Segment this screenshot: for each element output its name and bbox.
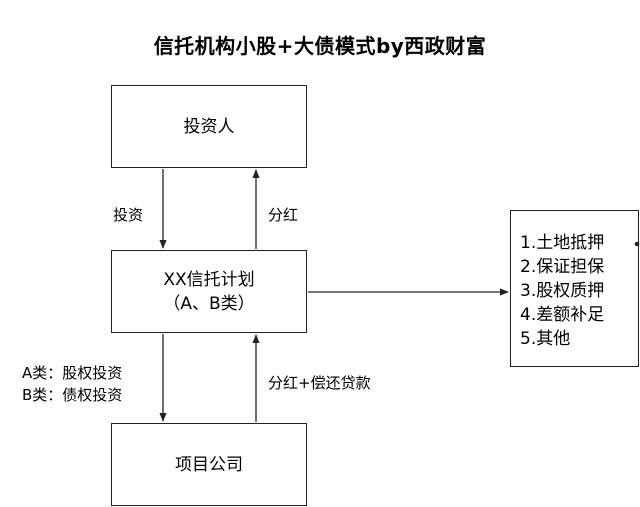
edge-label-dividend-repay: 分红+偿还贷款 xyxy=(268,374,371,392)
trust-plan-label-line1: XX信托计划 xyxy=(163,269,255,290)
risk-control-item: 2.保证担保 xyxy=(520,257,605,277)
trust-plan-box: XX信托计划 （A、B类） xyxy=(111,250,307,333)
risk-control-item: 4.差额补足 xyxy=(520,305,605,325)
risk-control-item: 5.其他 xyxy=(520,329,571,349)
project-company-label: 项目公司 xyxy=(175,454,243,475)
risk-control-list: 1.土地抵押 2.保证担保 3.股权质押 4.差额补足 5.其他 xyxy=(510,210,639,367)
list-edge-dot xyxy=(634,241,640,247)
diagram-title: 信托机构小股+大债模式by西政财富 xyxy=(153,34,487,58)
edge-label-class-b: B类：债权投资 xyxy=(22,386,123,404)
risk-control-item: 3.股权质押 xyxy=(520,281,605,301)
investor-box: 投资人 xyxy=(111,85,307,168)
investor-label: 投资人 xyxy=(183,116,235,137)
edge-label-class-a: A类：股权投资 xyxy=(22,364,123,382)
trust-plan-label-line2: （A、B类） xyxy=(163,293,255,314)
project-company-box: 项目公司 xyxy=(111,423,307,506)
risk-control-item: 1.土地抵押 xyxy=(520,233,605,253)
edge-label-invest: 投资 xyxy=(113,206,144,224)
edge-label-dividend: 分红 xyxy=(268,206,299,224)
